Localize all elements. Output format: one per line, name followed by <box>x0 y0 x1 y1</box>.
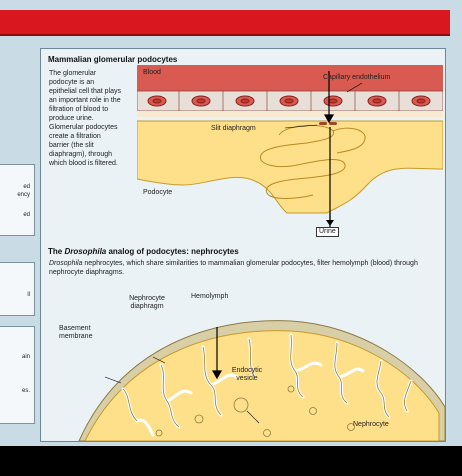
podocyte-label: Podocyte <box>143 189 172 197</box>
urine-label: Urine <box>316 227 339 237</box>
nephrocyte-diagram <box>41 277 445 441</box>
left-text-panel-3: ain es. <box>0 326 35 424</box>
left-text-panel-1: ed ency ed <box>0 164 35 236</box>
capillary-endothelium-label: Capillary endothelium <box>323 74 390 82</box>
blood-label: Blood <box>143 69 161 77</box>
glomerular-description: The glomerular podocyte is an epithelial… <box>49 69 121 168</box>
bottom-black-bar <box>0 446 462 476</box>
slit-diaphragm-label: Slit diaphragm <box>211 125 256 133</box>
endocytic-vesicle-label: Endocytic vesicle <box>227 367 267 383</box>
left-fragment: ain <box>22 353 30 361</box>
left-fragment: ll <box>27 291 30 299</box>
glomerular-diagram <box>137 65 443 235</box>
drosophila-title: The Drosophila analog of podocytes: neph… <box>48 247 239 256</box>
drosophila-description: Drosophila nephrocytes, which share simi… <box>49 259 439 277</box>
left-fragment: es. <box>22 387 30 395</box>
nephrocyte-diaphragm-label: Nephrocyte diaphragm <box>119 295 175 311</box>
left-fragment: ed <box>23 183 30 191</box>
podocyte-cell <box>137 121 443 213</box>
hemolymph-label: Hemolymph <box>191 293 228 301</box>
left-fragment: ency <box>17 191 30 199</box>
left-text-panel-2: ll <box>0 262 35 316</box>
nephrocyte-label: Nephrocyte <box>353 421 389 429</box>
title-banner <box>0 10 450 36</box>
left-fragment: ed <box>23 211 30 219</box>
glomerular-title: Mammalian glomerular podocytes <box>48 55 177 64</box>
basement-membrane-label: Basement membrane <box>59 325 105 341</box>
figure-panel: Mammalian glomerular podocytes The glome… <box>40 48 446 442</box>
